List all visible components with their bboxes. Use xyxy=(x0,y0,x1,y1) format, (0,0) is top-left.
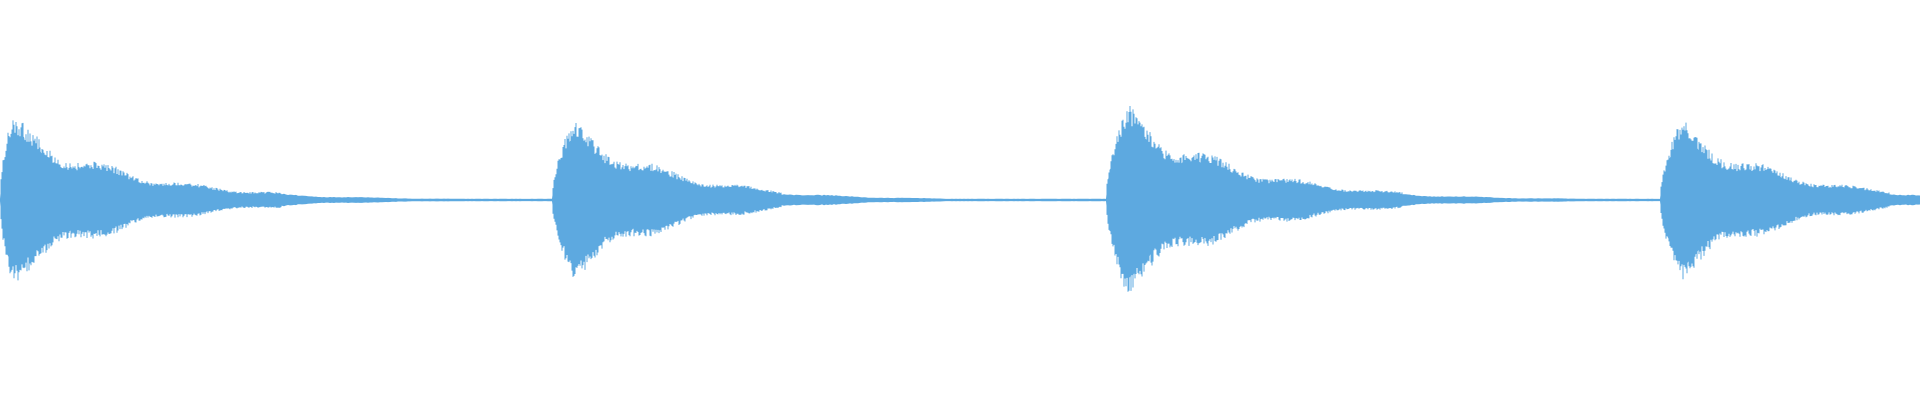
waveform-envelope xyxy=(0,122,1920,278)
waveform-spikes xyxy=(0,106,1890,292)
